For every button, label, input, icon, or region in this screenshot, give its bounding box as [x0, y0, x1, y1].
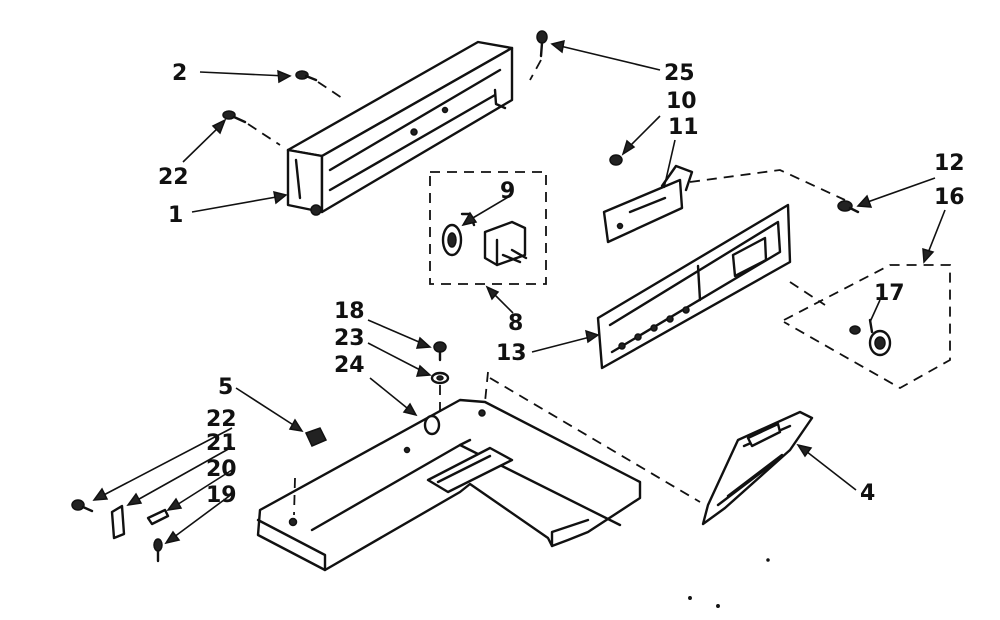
part-9-switch [441, 212, 528, 267]
part-22-screw-upper [222, 110, 247, 124]
callout-16: 16 [934, 185, 965, 210]
callout-22-upper: 22 [158, 165, 189, 190]
callout-23: 23 [334, 326, 365, 351]
assembly-line-base-left [293, 477, 296, 516]
part-1-console-top [286, 40, 514, 216]
callout-21: 21 [206, 431, 237, 456]
part-18-screw [433, 341, 447, 362]
callout-13: 13 [496, 341, 527, 366]
part-19-screw [153, 538, 163, 563]
part-12-screw [837, 200, 860, 214]
callout-17: 17 [874, 281, 905, 306]
callout-labels: 1 2 22 25 10 11 9 8 12 16 17 13 18 23 24… [158, 61, 965, 508]
assembly-line-screw-25 [529, 59, 542, 81]
part-21-bracket [110, 504, 126, 540]
callout-24: 24 [334, 353, 365, 378]
callout-1: 1 [168, 203, 183, 228]
part-23-washer [430, 371, 450, 385]
assembly-line-base-right [484, 371, 489, 403]
part-22-screw-lower [71, 499, 94, 513]
part-17-knob [849, 318, 892, 357]
part-25-screw [536, 30, 548, 58]
callout-9: 9 [500, 179, 515, 204]
assembly-line-base-diagonal [489, 377, 701, 503]
callout-18: 18 [334, 299, 365, 324]
part-5-clip [304, 427, 328, 447]
callout-12: 12 [934, 151, 965, 176]
part-16-group-box [783, 264, 951, 390]
assembly-line-screw-2 [317, 81, 346, 101]
scan-specks [688, 558, 770, 608]
callout-8: 8 [508, 311, 523, 336]
callout-5: 5 [218, 375, 233, 400]
part-13-control-panel [596, 203, 792, 370]
callout-25: 25 [664, 61, 695, 86]
part-20-plate [146, 508, 170, 526]
assembly-line-panel-top [689, 169, 846, 201]
callout-19: 19 [206, 483, 237, 508]
callout-11: 11 [668, 115, 699, 140]
part-2-screw [295, 70, 318, 82]
leader-lines [92, 39, 946, 545]
assembly-line-screw-22 [247, 123, 281, 146]
callout-20: 20 [206, 457, 237, 482]
part-4-bracket [701, 410, 814, 526]
part-10-nut [609, 154, 623, 166]
callout-4: 4 [860, 481, 875, 506]
callout-2: 2 [172, 61, 187, 86]
callout-10: 10 [666, 89, 697, 114]
part-8-group-box [429, 171, 547, 285]
part-11-bracket [602, 164, 694, 244]
part-24-base-top [256, 398, 642, 572]
callout-22-lower: 22 [206, 407, 237, 432]
